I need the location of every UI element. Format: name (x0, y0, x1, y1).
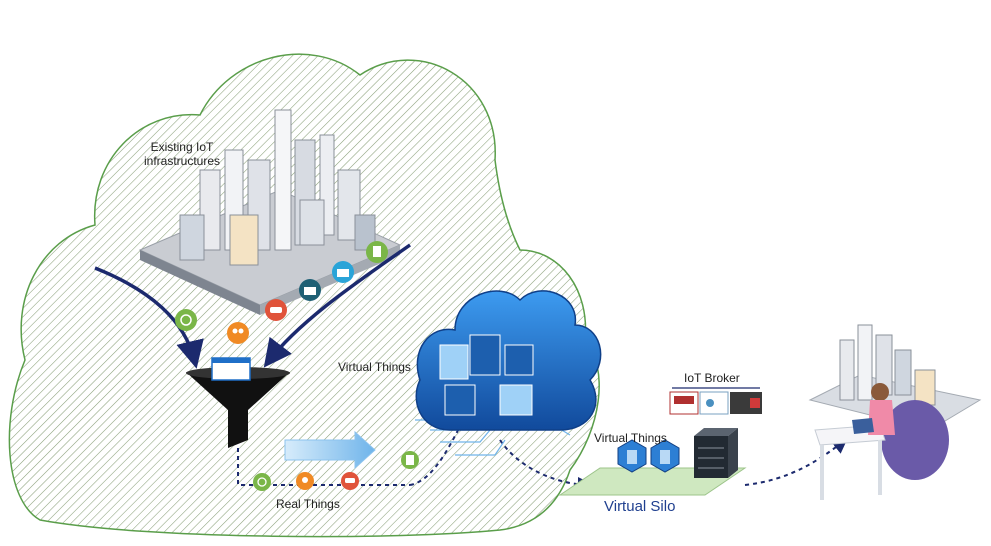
server-icon (469, 334, 501, 376)
ngsi-ld-logo (730, 392, 762, 414)
virtual-silo (558, 428, 747, 496)
dashed-path-to-cloud (409, 407, 473, 486)
clock-icon (253, 473, 271, 491)
camera-icon (499, 384, 533, 416)
real-things-label: Real Things (276, 497, 340, 511)
virtual-things-cloud-label: Virtual Things (338, 360, 411, 374)
user-illustration (808, 324, 982, 500)
virtual-silo-label: Virtual Silo (604, 498, 676, 515)
broker-logos (669, 387, 762, 415)
dashed-path-to-user (744, 437, 849, 486)
building-icon (366, 241, 388, 263)
bean-bag (881, 400, 949, 480)
sensor-icon (444, 384, 476, 416)
arrow-right-to-funnel (263, 243, 412, 368)
bank-icon (332, 261, 354, 283)
device-icon (504, 344, 534, 376)
existing-iot-label: Existing IoT infrastructures (143, 140, 221, 168)
funnel (186, 357, 290, 448)
briefcase-icon (299, 279, 321, 301)
car-icon (265, 299, 287, 321)
flow-arrow (284, 430, 376, 470)
virtual-things-silo-label: Virtual Things (594, 431, 667, 445)
virtual-things-cloud (415, 290, 602, 431)
clock-icon (175, 309, 197, 331)
user-head (871, 383, 889, 401)
virtual-thing-hex-2 (650, 439, 680, 473)
city-illustration (138, 109, 402, 315)
virtual-thing-hex-1 (617, 439, 647, 473)
people-icon (296, 472, 314, 490)
camera-icon (439, 344, 469, 380)
dashed-path-to-silo (499, 439, 594, 493)
iot-broker-label: IoT Broker (684, 371, 740, 385)
car-icon (341, 472, 359, 490)
arrow-left-to-funnel (94, 266, 204, 369)
people-icon (227, 322, 249, 344)
laptop-icon (852, 418, 874, 434)
broker-server-icon (694, 428, 738, 478)
building-icon (401, 451, 419, 469)
